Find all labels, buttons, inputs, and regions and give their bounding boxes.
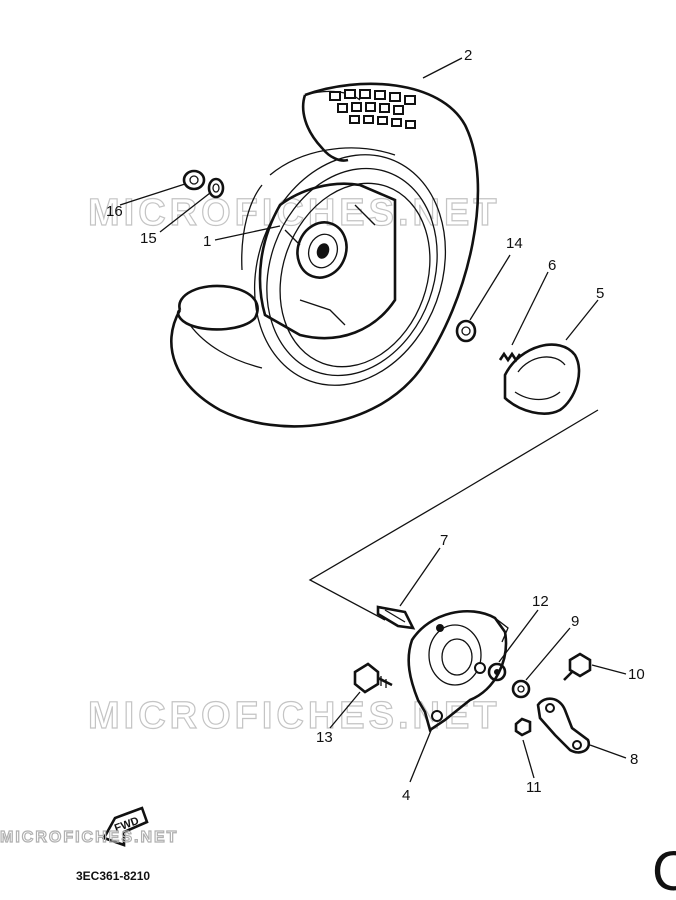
bolt-13 — [353, 662, 393, 694]
watermark-faint: MICROFICHES.NET — [0, 829, 178, 846]
wheel-rim — [258, 182, 397, 340]
callout-10: 10 — [628, 666, 645, 683]
wheel-assembly — [170, 82, 480, 428]
tire-tread — [329, 89, 416, 129]
callout-9: 9 — [571, 613, 579, 630]
callout-16: 16 — [106, 203, 123, 220]
washer-9 — [511, 679, 531, 699]
callout-6: 6 — [548, 257, 556, 274]
nut-16 — [182, 169, 206, 191]
reference-line — [308, 409, 599, 621]
leader-lines — [119, 57, 627, 783]
callout-1: 1 — [203, 233, 211, 250]
callout-5: 5 — [596, 285, 604, 302]
tire — [170, 82, 480, 428]
part-number: 3EC361-8210 — [76, 869, 150, 883]
brake-shoe-5 — [503, 343, 581, 415]
watermark-top: MICROFICHES.NET — [88, 192, 501, 234]
callout-2: 2 — [464, 47, 472, 64]
callout-15: 15 — [140, 230, 157, 247]
cam-lever-8 — [536, 697, 591, 754]
callout-13: 13 — [316, 729, 333, 746]
wheel-hub — [296, 221, 348, 279]
camshaft-7 — [376, 605, 416, 630]
washer-14 — [455, 319, 477, 343]
callout-4: 4 — [402, 787, 410, 804]
bolt-10 — [563, 652, 592, 681]
callouts: 2 16 15 1 14 6 5 7 12 9 10 13 8 4 11 — [106, 47, 645, 804]
callout-8: 8 — [630, 751, 638, 768]
corner-letter: C — [652, 839, 676, 900]
callout-14: 14 — [506, 235, 523, 252]
callout-7: 7 — [440, 532, 448, 549]
callout-12: 12 — [532, 593, 549, 610]
nut-11 — [514, 717, 532, 737]
callout-11: 11 — [526, 779, 542, 796]
washer-15 — [207, 177, 225, 199]
seal-12 — [487, 662, 507, 682]
